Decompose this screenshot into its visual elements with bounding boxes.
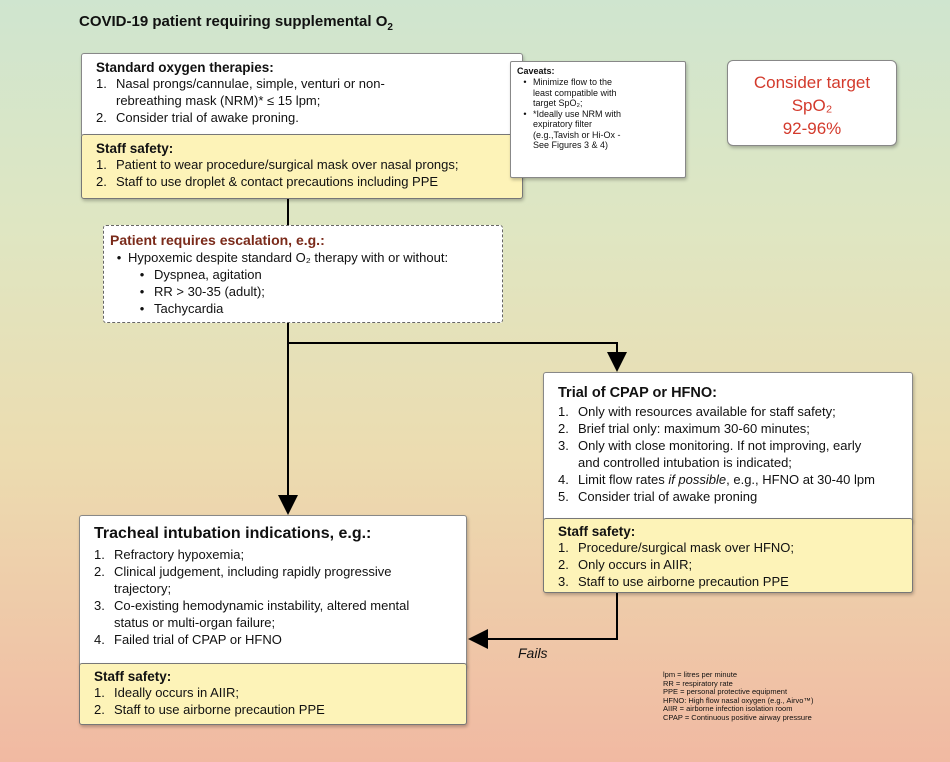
list-item: 3.Only with close monitoring. If not imp… [558, 438, 862, 470]
intubation-heading: Tracheal intubation indications, e.g.: [94, 525, 372, 542]
target-line-1: Consider target [753, 73, 871, 92]
sub-list-item: •Tachycardia [139, 301, 224, 316]
legend-item: HFNO: High flow nasal oxygen (e.g., Airv… [663, 695, 814, 705]
legend-item: AIIR = airborne infection isolation room [663, 704, 793, 713]
staff-safety-heading: Staff safety: [94, 669, 172, 684]
list-item: 4.Failed trial of CPAP or HFNO [94, 632, 282, 647]
list-item: 3.Staff to use airborne precaution PPE [558, 574, 789, 589]
page-title: COVID-19 patient requiring supplemental … [79, 13, 393, 33]
abbreviation-legend: lpm = litres per minute RR = respiratory… [663, 670, 814, 722]
connector-fails [468, 593, 618, 649]
list-item: 3.Co-existing hemodynamic instability, a… [94, 598, 410, 630]
list-item: 1.Only with resources available for staf… [558, 404, 836, 419]
legend-item: PPE = personal protective equipment [663, 687, 788, 696]
list-item: 2.Clinical judgement, including rapidly … [94, 564, 392, 596]
standard-oxygen-heading: Standard oxygen therapies: [96, 60, 274, 75]
list-item: 2.Staff to use droplet & contact precaut… [96, 174, 439, 189]
list-item: 1.Procedure/surgical mask over HFNO; [558, 540, 795, 555]
list-item: 1.Ideally occurs in AIIR; [94, 685, 239, 700]
list-item: 2.Staff to use airborne precaution PPE [94, 702, 325, 717]
list-item: 1.Patient to wear procedure/surgical mas… [96, 157, 459, 172]
standard-staff-safety-box: Staff safety: 1.Patient to wear procedur… [81, 134, 523, 199]
target-line-3: 92-96% [782, 119, 842, 138]
list-item: •Hypoxemic despite standard O₂ therapy w… [116, 250, 449, 265]
cpap-hfno-box: Trial of CPAP or HFNO: 1.Only with resou… [543, 372, 913, 522]
sub-list-item: •Dyspnea, agitation [139, 267, 262, 282]
list-item: 1.Refractory hypoxemia; [94, 547, 245, 562]
cpap-heading: Trial of CPAP or HFNO: [558, 385, 717, 401]
staff-safety-heading: Staff safety: [96, 141, 174, 156]
legend-item: CPAP = Continuous positive airway pressu… [663, 712, 812, 722]
list-item: 2.Consider trial of awake proning. [96, 110, 299, 125]
escalation-box: Patient requires escalation, e.g.: •Hypo… [103, 225, 503, 323]
target-spo2-box: Consider target SpO₂ 92-96% [727, 60, 897, 146]
intubation-staff-safety-box: Staff safety: 1.Ideally occurs in AIIR; … [79, 663, 467, 725]
sub-list-item: •RR > 30-35 (adult); [139, 284, 265, 299]
list-item: 5.Consider trial of awake proning [558, 489, 758, 504]
fails-label: Fails [518, 645, 548, 661]
connector-to-cpap [288, 342, 627, 372]
caveats-heading: Caveats: [517, 66, 555, 76]
list-item: 2.Only occurs in AIIR; [558, 557, 693, 572]
escalation-heading: Patient requires escalation, e.g.: [110, 232, 325, 248]
target-line-2: SpO₂ [791, 96, 833, 115]
legend-item: RR = respiratory rate [663, 678, 733, 688]
cpap-staff-safety-box: Staff safety: 1.Procedure/surgical mask … [543, 518, 913, 593]
standard-oxygen-box: Standard oxygen therapies: 1.Nasal prong… [81, 53, 523, 137]
list-item: 4.Limit flow rates if possible, e.g., HF… [558, 472, 875, 487]
intubation-box: Tracheal intubation indications, e.g.: 1… [79, 515, 467, 667]
staff-safety-heading: Staff safety: [558, 524, 636, 539]
list-item: 2.Brief trial only: maximum 30-60 minute… [558, 421, 810, 436]
list-item: 1.Nasal prongs/cannulae, simple, venturi… [96, 76, 385, 108]
legend-item: lpm = litres per minute [663, 670, 737, 679]
